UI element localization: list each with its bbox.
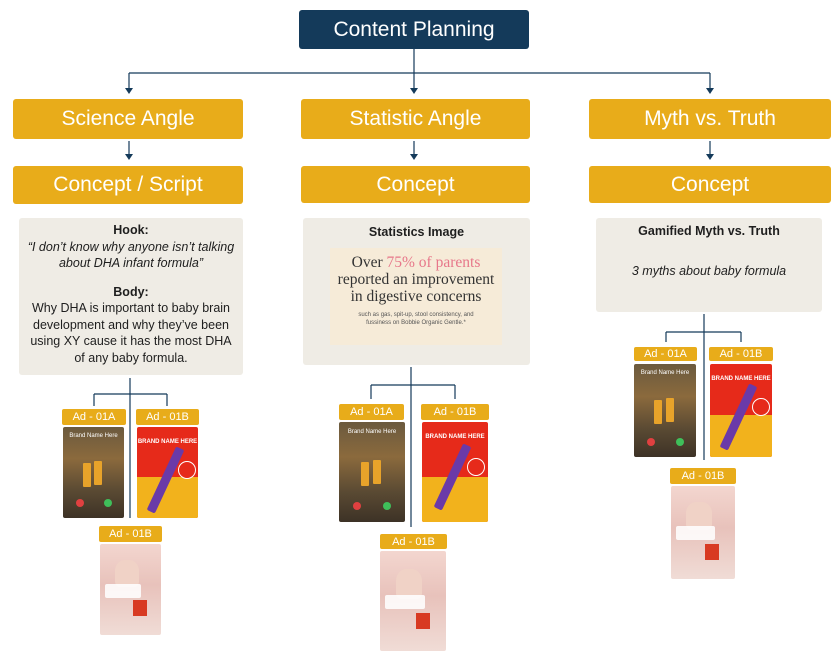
notification-card xyxy=(104,584,142,598)
concept-card-myth: Gamified Myth vs. Truth 3 myths about ba… xyxy=(596,218,822,312)
card-title: Statistics Image xyxy=(368,225,465,239)
notification-card xyxy=(676,526,715,540)
card-title: Gamified Myth vs. Truth xyxy=(638,224,780,238)
brand-name-text: Brand Name Here xyxy=(640,370,690,376)
concept-label: Concept / Script xyxy=(53,173,203,196)
concept-node-myth: Concept xyxy=(589,166,831,203)
promo-badge-icon xyxy=(467,458,485,476)
ad-thumbnail-promo[interactable]: BRAND NAME HERE xyxy=(710,364,772,457)
ad-thumbnail-promo[interactable]: BRAND NAME HERE xyxy=(422,422,488,522)
ad-tag: Ad - 01B xyxy=(421,404,489,420)
concept-node-science: Concept / Script xyxy=(13,166,243,204)
ad-tag: Ad - 01A xyxy=(634,347,697,361)
angle-node-statistic: Statistic Angle xyxy=(301,99,530,139)
concept-label: Concept xyxy=(670,172,750,196)
ad-tag: Ad - 01B xyxy=(136,409,199,425)
statistics-image: Over 75% of parents reported an improvem… xyxy=(330,248,502,345)
card-subtitle: 3 myths about baby formula xyxy=(631,264,787,278)
root-node: Content Planning xyxy=(299,10,529,49)
ad-tag: Ad - 01A xyxy=(339,404,404,420)
hook-quote: “I don’t know why anyone isn’t talking a… xyxy=(27,239,235,271)
concept-label: Concept xyxy=(376,172,455,196)
ad-tag: Ad - 01B xyxy=(99,526,162,542)
body-label: Body: xyxy=(113,284,149,299)
ad-thumbnail-photo[interactable]: Brand Name Here xyxy=(63,427,124,518)
angle-node-myth: Myth vs. Truth xyxy=(589,99,831,139)
concept-card-statistic: Statistics Image Over 75% of parents rep… xyxy=(303,218,530,365)
accept-call-icon xyxy=(676,438,684,446)
decline-call-icon xyxy=(76,499,84,507)
ad-tag: Ad - 01B xyxy=(709,347,773,361)
brand-name-text: BRAND NAME HERE xyxy=(137,435,198,449)
accept-call-icon xyxy=(383,502,391,510)
ad-thumbnail-notification[interactable] xyxy=(380,551,446,651)
angle-label: Statistic Angle xyxy=(349,107,482,130)
root-label: Content Planning xyxy=(333,17,495,41)
brand-name-text: Brand Name Here xyxy=(347,429,397,435)
ad-thumbnail-photo[interactable]: Brand Name Here xyxy=(634,364,696,457)
promo-badge-icon xyxy=(752,398,770,416)
ad-thumbnail-notification[interactable] xyxy=(671,486,735,579)
brand-name-text: BRAND NAME HERE xyxy=(422,430,488,444)
accept-call-icon xyxy=(104,499,112,507)
angle-label: Myth vs. Truth xyxy=(644,107,776,130)
angle-node-science: Science Angle xyxy=(13,99,243,139)
body-text: Why DHA is important to baby brain devel… xyxy=(30,301,232,365)
ad-tag: Ad - 01B xyxy=(670,468,736,484)
ad-tag: Ad - 01A xyxy=(62,409,126,425)
hook-label: Hook: xyxy=(113,223,149,237)
brand-name-text: BRAND NAME HERE xyxy=(710,372,772,386)
decline-call-icon xyxy=(353,502,361,510)
ad-tag: Ad - 01B xyxy=(380,534,447,549)
brand-name-text: Brand Name Here xyxy=(69,433,118,439)
stat-subtext: such as gas, spit-up, stool consistency,… xyxy=(358,312,474,326)
promo-badge-icon xyxy=(178,461,196,479)
ad-thumbnail-notification[interactable] xyxy=(100,544,161,635)
stat-highlight: 75% of parents xyxy=(386,254,481,271)
ad-thumbnail-promo[interactable]: BRAND NAME HERE xyxy=(137,427,198,518)
angle-label: Science Angle xyxy=(61,107,195,130)
concept-card-science: Hook: “I don’t know why anyone isn’t tal… xyxy=(19,218,243,375)
ad-thumbnail-photo[interactable]: Brand Name Here xyxy=(339,422,405,522)
concept-node-statistic: Concept xyxy=(301,166,530,203)
decline-call-icon xyxy=(647,438,655,446)
notification-card xyxy=(385,595,425,609)
